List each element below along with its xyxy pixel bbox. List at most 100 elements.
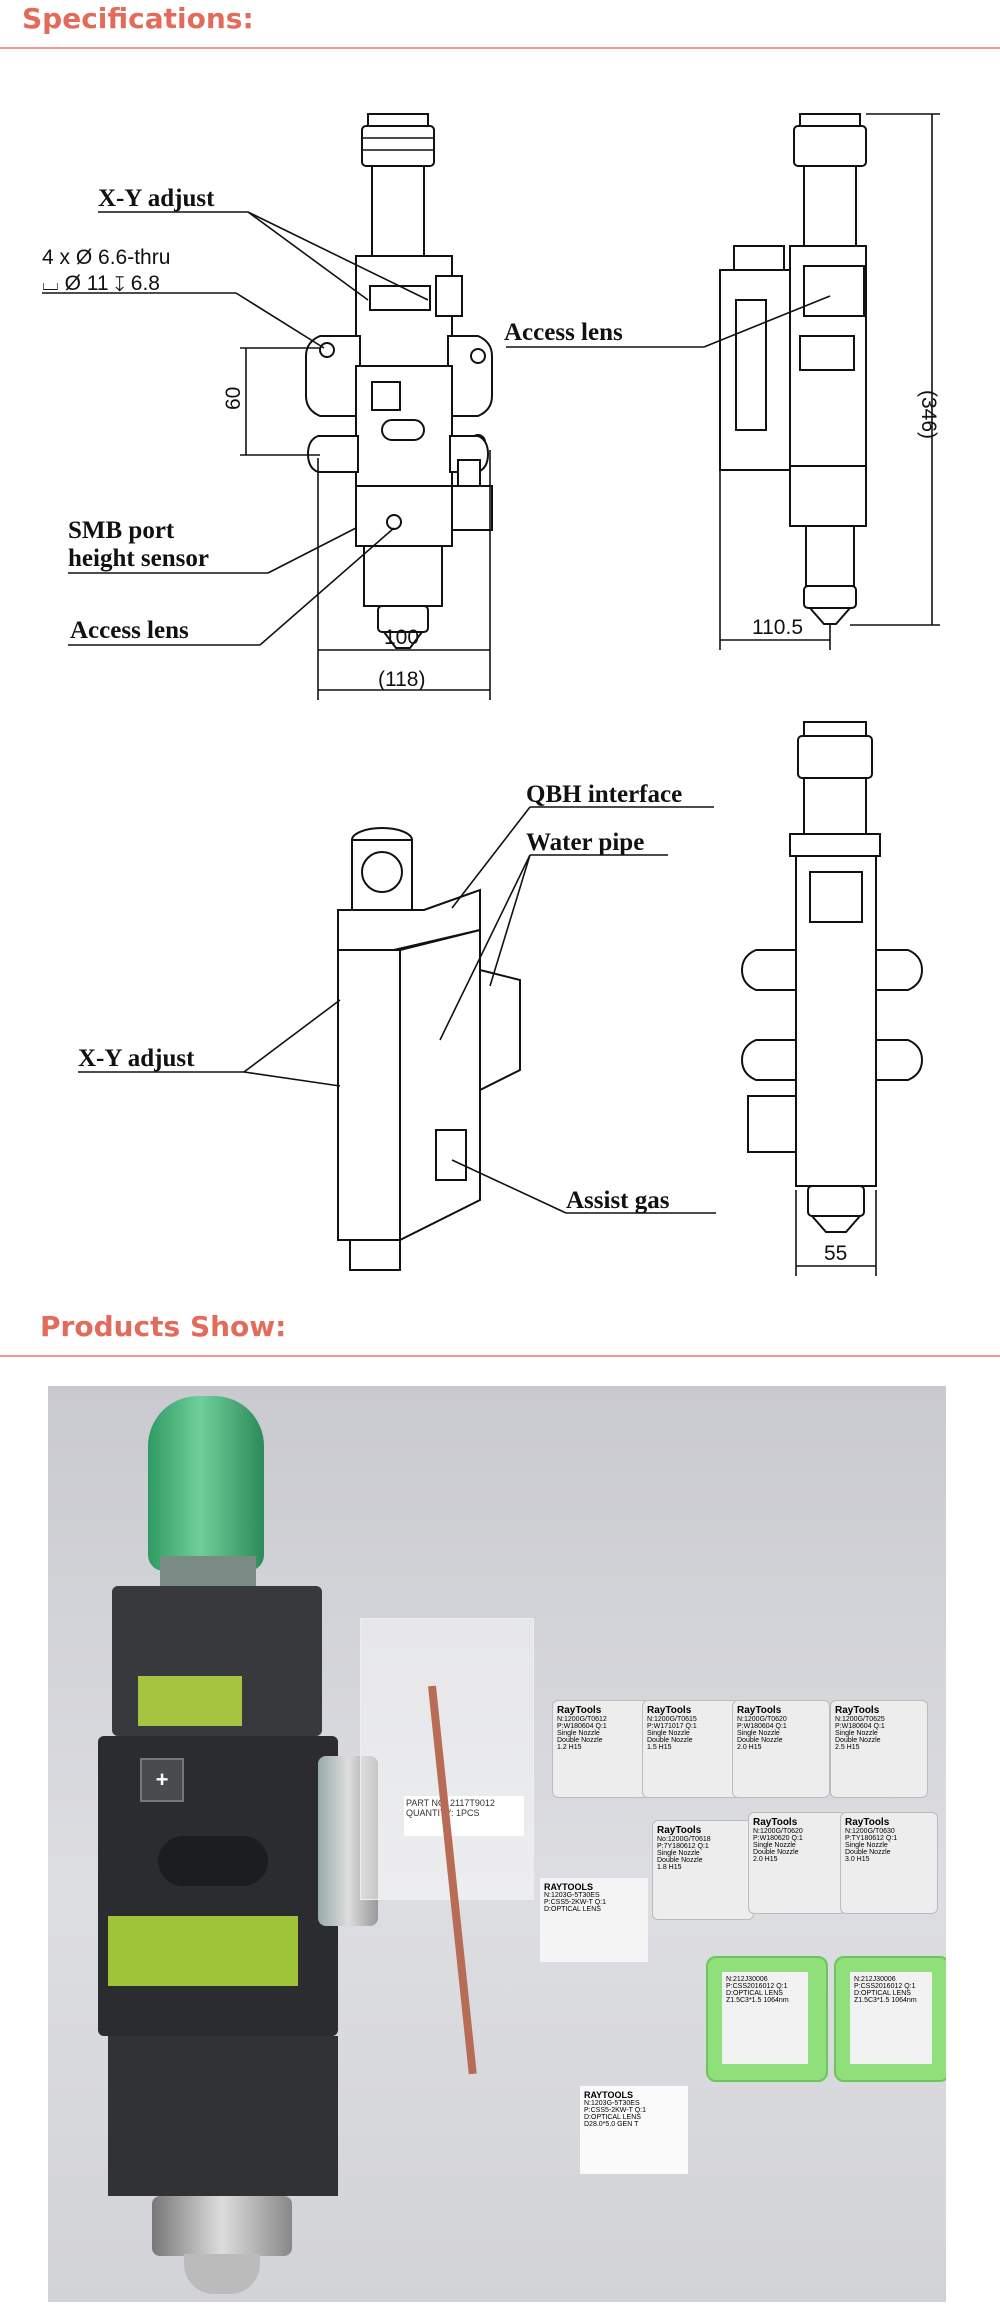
label-smb-port-1: SMB port [68, 517, 175, 544]
green-case-2-line-4: Z1.5C3*1.5 1064nm [854, 1997, 917, 2004]
nozzle-1-opt-1: Single Nozzle [557, 1730, 600, 1737]
front-gas-fitting [457, 459, 481, 487]
back-flange-right [875, 949, 924, 991]
green-case-2: N:212J30006 P:CSS2016012 Q:1 D:OPTICAL L… [834, 1956, 946, 2082]
side-label-plate [799, 335, 855, 371]
nozzle-box-4: RayTools N:1200G/T0625 P:W180604 Q:1 Sin… [830, 1700, 928, 1798]
nozzle-5-line-2: P:7Y180612 Q:1 [657, 1843, 709, 1850]
nozzle-1-size: 1.2 H15 [557, 1744, 582, 1751]
laser-head: + [48, 1386, 408, 2302]
green-case-2-line-2: P:CSS2016012 Q:1 [854, 1983, 916, 1990]
nozzle-6-label: RayTools [753, 1817, 798, 1828]
nozzle-3-line-2: P:W180604 Q:1 [737, 1723, 787, 1730]
nozzle-6-size: 2.0 H15 [753, 1856, 778, 1863]
products-divider [0, 1355, 1000, 1357]
nozzle-2-size: 1.5 H15 [647, 1744, 672, 1751]
nozzle-5-opt-2: Double Nozzle [657, 1857, 703, 1864]
side-nozzle-tip [807, 607, 853, 625]
front-nozzle-body [363, 545, 443, 607]
label-xy-adjust-top: X-Y adjust [98, 185, 215, 212]
front-logo-plate [371, 381, 401, 411]
back-plate [809, 871, 863, 923]
lens-1-line-1: N:1203G-5T30ES [544, 1892, 600, 1899]
nozzle-2-opt-1: Single Nozzle [647, 1730, 690, 1737]
nozzle-5-opt-1: Single Nozzle [657, 1850, 700, 1857]
front-gas-block [451, 485, 493, 531]
front-nozzle-tip [382, 631, 424, 649]
nozzle-box-1: RayTools N:1200G/T0612 P:W180604 Q:1 Sin… [552, 1700, 650, 1798]
label-access-lens-left: Access lens [70, 617, 189, 644]
specifications-divider [0, 47, 1000, 49]
green-case-2-card: N:212J30006 P:CSS2016012 Q:1 D:OPTICAL L… [850, 1972, 932, 2064]
back-flange-right-2 [875, 1039, 924, 1081]
front-cap [361, 125, 435, 167]
dim-346: (346) [917, 390, 940, 439]
nozzle-4-opt-2: Double Nozzle [835, 1737, 881, 1744]
lens-1-line-3: D:OPTICAL LENS [544, 1906, 601, 1913]
nozzle-box-6: RayTools N:1200G/T0620 P:W180620 Q:1 Sin… [748, 1812, 846, 1914]
nozzle-1-line-1: N:1200G/T0612 [557, 1716, 607, 1723]
product-photo: + PART NO: 2117T9012 QUANTITY: 1PCS RAYT… [48, 1386, 946, 2302]
green-case-1-line-3: D:OPTICAL LENS [726, 1990, 783, 1997]
front-flange-right [447, 335, 493, 417]
head-mid-body [98, 1736, 338, 2036]
front-hole-1 [319, 342, 335, 358]
side-lower-body [789, 465, 867, 527]
side-tube [803, 165, 857, 247]
technical-drawing: 60 100 (118) X-Y adjust 4 x Ø 6.6-thru ⌴… [42, 113, 940, 1276]
nozzle-4-opt-1: Single Nozzle [835, 1730, 878, 1737]
nozzle-4-size: 2.5 H15 [835, 1744, 860, 1751]
side-cap-top [799, 113, 861, 127]
iso-nozzle [349, 1239, 401, 1271]
nozzle-box-7: RayTools N:1200G/T0630 P:TY180612 Q:1 Si… [840, 1812, 938, 1914]
side-cover-plate [803, 265, 865, 317]
nozzle-6-opt-1: Single Nozzle [753, 1842, 796, 1849]
front-tube [371, 165, 425, 257]
brand-plate: + [140, 1758, 184, 1802]
head-window [158, 1836, 268, 1886]
back-cap [797, 735, 873, 779]
nozzle-7-opt-2: Double Nozzle [845, 1849, 891, 1856]
front-slot [381, 419, 425, 441]
dim-110-5: 110.5 [752, 616, 803, 639]
green-case-1-line-4: Z1.5C3*1.5 1064nm [726, 1997, 789, 2004]
label-smb-port-2: height sensor [68, 545, 209, 572]
nozzle-1-label: RayTools [557, 1705, 602, 1716]
specifications-title: Specifications: [22, 2, 254, 35]
lens-packet-1: RAYTOOLS N:1203G-5T30ES P:CSS5-2KW-T Q:1… [540, 1878, 648, 1962]
side-view-drawing: (346) 110.5 [506, 113, 940, 650]
label-hole-spec-2: ⌴ Ø 11 ↧ 6.8 [42, 272, 160, 295]
nozzle-2-label: RayTools [647, 1705, 692, 1716]
nozzle-box-3: RayTools N:1200G/T0620 P:W180604 Q:1 Sin… [732, 1700, 830, 1798]
side-nozzle-ring [803, 585, 857, 609]
back-cap-top [803, 721, 867, 737]
cable-tag: PART NO: 2117T9012 QUANTITY: 1PCS [404, 1796, 524, 1836]
nozzle-tip [184, 2254, 260, 2294]
back-nozzle-tip [809, 1215, 863, 1233]
iso-flange [479, 968, 521, 1092]
green-case-1-line-1: N:212J30006 [726, 1976, 768, 1983]
front-cap-top [367, 113, 429, 127]
dim-100: 100 [384, 626, 419, 649]
nozzle-6-opt-2: Double Nozzle [753, 1849, 799, 1856]
iso-front-face [337, 949, 401, 1241]
label-access-lens-right: Access lens [504, 319, 623, 346]
nozzle-4-line-1: N:1200G/T0625 [835, 1716, 885, 1723]
head-fittings [318, 1756, 378, 1926]
lens-2-line-3: D:OPTICAL LENS [584, 2114, 641, 2121]
green-case-2-line-3: D:OPTICAL LENS [854, 1990, 911, 1997]
nozzle-4-label: RayTools [835, 1705, 880, 1716]
nozzle-6-line-1: N:1200G/T0620 [753, 1828, 803, 1835]
nozzle-7-line-1: N:1200G/T0630 [845, 1828, 895, 1835]
lens-1-line-2: P:CSS5-2KW-T Q:1 [544, 1899, 606, 1906]
label-hole-spec-1: 4 x Ø 6.6-thru [42, 246, 170, 269]
isometric-view-drawing [78, 806, 716, 1271]
lens-2-line-4: D28.0*5.0 GEN T [584, 2121, 639, 2128]
side-rear-panel [735, 299, 767, 431]
nozzle-1-line-2: P:W180604 Q:1 [557, 1723, 607, 1730]
nozzle-2-line-1: N:1200G/T0615 [647, 1716, 697, 1723]
label-qbh-interface: QBH interface [526, 781, 682, 808]
nozzle-ring [152, 2196, 292, 2256]
front-adjust-window [369, 285, 431, 311]
lens-packet-2: RAYTOOLS N:1203G-5T30ES P:CSS5-2KW-T Q:1… [580, 2086, 688, 2174]
